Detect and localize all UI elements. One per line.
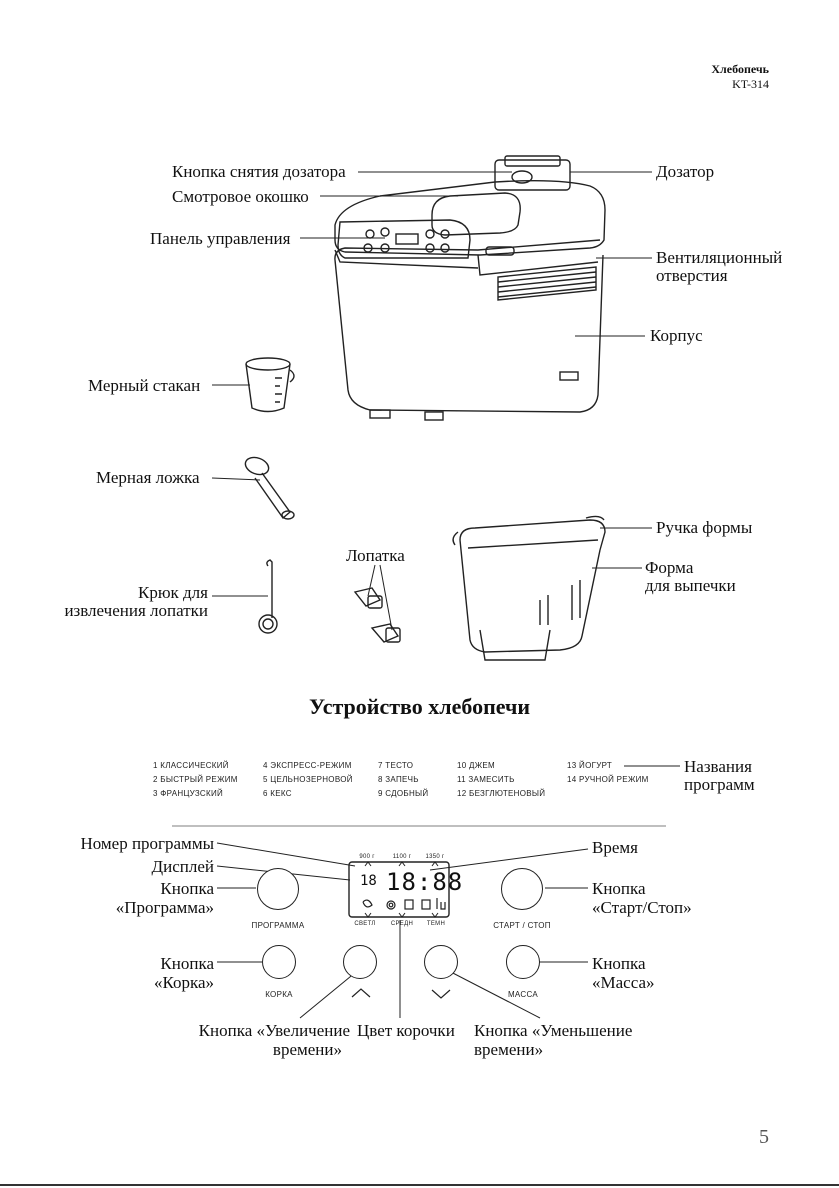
display-frame <box>348 861 450 918</box>
crust-medium: СРЕДН <box>390 921 414 927</box>
label-mass-button-2: «Масса» <box>592 973 655 992</box>
program-item: 9 СДОБНЫЙ <box>378 789 429 798</box>
weight-1100: 1100 г <box>392 854 412 860</box>
hook-shape <box>258 559 278 634</box>
label-crust-button-1: Кнопка <box>160 954 214 973</box>
start-stop-button[interactable] <box>501 868 543 910</box>
baking-pan-shape <box>452 515 606 661</box>
viewing-window-shape <box>431 192 521 236</box>
measuring-cup-shape <box>245 357 295 413</box>
label-paddle: Лопатка <box>346 546 405 565</box>
time-up-button[interactable] <box>343 945 377 979</box>
label-dispenser: Дозатор <box>656 162 715 181</box>
start-stop-button-label: СТАРТ / СТОП <box>493 921 551 930</box>
paddle-shape <box>353 587 401 643</box>
display-time: 18:88 <box>386 868 464 896</box>
label-time-down-1: Кнопка «Уменьшение <box>474 1021 633 1040</box>
program-item: 2 БЫСТРЫЙ РЕЖИМ <box>153 775 238 784</box>
program-item: 8 ЗАПЕЧЬ <box>378 775 419 784</box>
program-item: 4 ЭКСПРЕСС-РЕЖИМ <box>263 761 352 770</box>
label-program-button-1: Кнопка <box>160 879 214 898</box>
label-spoon: Мерная ложка <box>96 468 200 487</box>
program-item: 10 ДЖЕМ <box>457 761 496 770</box>
page-number: 5 <box>759 1126 769 1148</box>
label-dispenser-release: Кнопка снятия дозатора <box>172 162 346 181</box>
label-cup: Мерный стакан <box>88 376 201 395</box>
program-item: 13 ЙОГУРТ <box>567 761 613 770</box>
crust-button-label: КОРКА <box>265 990 293 999</box>
crust-dark: ТЕМН <box>426 921 446 927</box>
program-item: 7 ТЕСТО <box>378 761 414 770</box>
program-item: 12 БЕЗГЛЮТЕНОВЫЙ <box>457 789 546 798</box>
label-pan-2: для выпечки <box>645 576 736 595</box>
label-program-button-2: «Программа» <box>115 898 214 917</box>
program-item: 6 КЕКС <box>263 789 292 798</box>
weight-900: 900 г <box>359 854 375 860</box>
page-bottom-rule <box>0 1184 839 1186</box>
label-mass-button-1: Кнопка <box>592 954 646 973</box>
label-hook-1: Крюк для <box>137 583 208 602</box>
label-start-button-1: Кнопка <box>592 879 646 898</box>
program-button[interactable] <box>257 868 299 910</box>
label-time-up-1: Кнопка «Увеличение <box>198 1021 350 1040</box>
label-programs-1: Названия <box>684 757 752 776</box>
label-vent-2: отверстия <box>656 266 728 285</box>
label-crust-button-2: «Корка» <box>153 973 214 992</box>
program-item: 11 ЗАМЕСИТЬ <box>457 775 515 784</box>
doc-title: Хлебопечь <box>711 62 769 76</box>
mass-button-label: МАССА <box>507 990 539 999</box>
doc-model: KT-314 <box>732 77 769 91</box>
label-body: Корпус <box>650 326 703 345</box>
time-down-button[interactable] <box>424 945 458 979</box>
label-vent-1: Вентиляционный <box>656 248 783 267</box>
label-hook-2: извлечения лопатки <box>64 601 208 620</box>
label-pan-1: Форма <box>645 558 694 577</box>
label-control-panel: Панель управления <box>150 229 291 248</box>
machine-body-outline <box>334 254 604 413</box>
program-item: 14 РУЧНОЙ РЕЖИМ <box>567 775 649 784</box>
section-title: Устройство хлебопечи <box>308 694 531 719</box>
label-time: Время <box>592 838 638 857</box>
label-pan-handle: Ручка формы <box>656 518 753 537</box>
label-window: Смотровое окошко <box>172 187 309 206</box>
display-program-number: 18 <box>360 873 377 889</box>
label-start-button-2: «Старт/Стоп» <box>592 898 692 917</box>
program-item: 3 ФРАНЦУЗСКИЙ <box>153 789 224 798</box>
vents-shape <box>497 266 597 301</box>
program-button-label: ПРОГРАММА <box>251 921 305 930</box>
label-time-up-2: времени» <box>272 1040 342 1059</box>
crust-button[interactable] <box>262 945 296 979</box>
label-program-number: Номер программы <box>80 834 214 853</box>
control-panel-shape <box>337 219 471 259</box>
mass-button[interactable] <box>506 945 540 979</box>
label-crust-color: Цвет корочки <box>357 1021 455 1040</box>
label-display: Дисплей <box>151 857 214 876</box>
weight-1350: 1350 г <box>425 854 445 860</box>
crust-light: СВЕТЛ <box>354 921 376 927</box>
program-item: 1 КЛАССИЧЕСКИЙ <box>153 761 229 770</box>
label-programs-2: программ <box>684 775 755 794</box>
program-item: 5 ЦЕЛЬНОЗЕРНОВОЙ <box>263 775 353 784</box>
measuring-spoon-shape <box>244 456 295 520</box>
dispenser-shape <box>494 159 571 191</box>
label-time-down-2: времени» <box>474 1040 544 1059</box>
